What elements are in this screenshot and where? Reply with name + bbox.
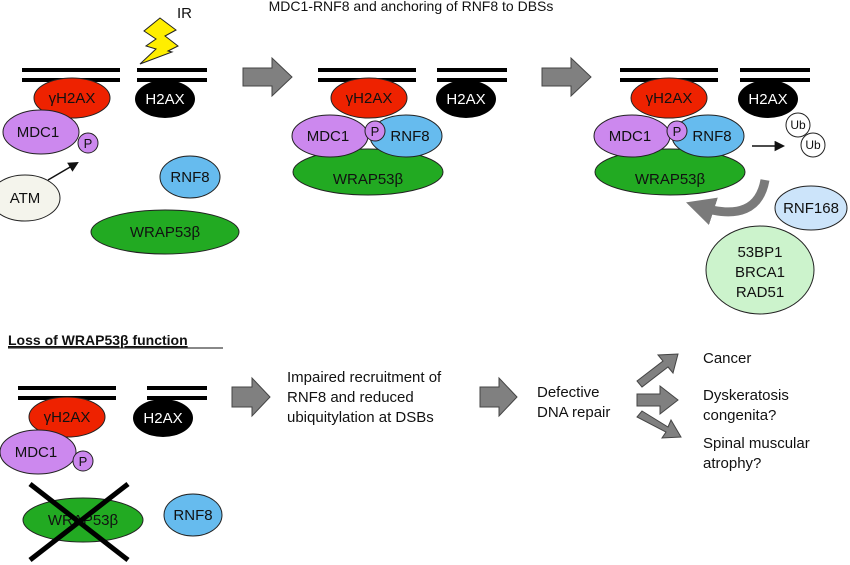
panel-3-ubiquitylation: WRAP53β γH2AX H2AX MDC1 RNF8 P Ub Ub RNF… <box>593 68 848 315</box>
mdc1-label: MDC1 <box>609 128 652 145</box>
dna-strand <box>22 68 120 72</box>
outcome-text-line: ubiquitylation at DSBs <box>287 409 434 426</box>
phospho-label: P <box>79 454 88 469</box>
ir-label: IR <box>177 5 192 22</box>
rnf8-node <box>159 155 221 199</box>
wrap53-label: WRAP53β <box>333 171 404 188</box>
cross-out-line <box>28 482 130 562</box>
dna-strand <box>147 386 207 390</box>
mdc1-label: MDC1 <box>15 444 58 461</box>
gh2ax-label: γH2AX <box>346 90 393 107</box>
wrap53-node <box>90 209 240 255</box>
repair-factor-label: RAD51 <box>736 284 784 301</box>
diagram-title: MDC1-RNF8 and anchoring of RNF8 to DBSs <box>269 0 554 14</box>
dna-strand <box>620 68 718 72</box>
phospho-node <box>72 450 94 472</box>
rnf8-label: RNF8 <box>173 507 212 524</box>
h2ax-label: H2AX <box>446 91 485 108</box>
rnf168-label: RNF168 <box>783 200 839 217</box>
disease-outcome: Cancer <box>703 350 751 367</box>
mdc1-label: MDC1 <box>17 124 60 141</box>
branch-arrow <box>636 410 682 439</box>
gh2ax-node <box>28 396 106 438</box>
outcome-text-line: RNF8 and reduced <box>287 389 414 406</box>
ubiquitin-node <box>800 132 826 158</box>
phospho-label: P <box>673 124 682 139</box>
h2ax-node <box>133 399 193 437</box>
phospho-node <box>364 120 386 142</box>
rnf8-node <box>163 493 223 537</box>
ubiquitin-label: Ub <box>790 118 806 132</box>
gh2ax-label: γH2AX <box>44 409 91 426</box>
ubiquitin-label: Ub <box>805 138 821 152</box>
h2ax-node <box>738 80 798 118</box>
section-heading: Loss of WRAP53β function <box>8 332 188 348</box>
wrap53-node <box>292 148 444 196</box>
mdc1-node <box>2 109 80 155</box>
gh2ax-node <box>33 77 111 119</box>
rnf8-label: RNF8 <box>170 169 209 186</box>
dna-strand <box>137 78 207 82</box>
loss-of-function-section: Loss of WRAP53β function γH2AX H2AX MDC1… <box>0 332 810 562</box>
repair-factors-node <box>705 225 815 315</box>
wrap53-label: WRAP53β <box>130 224 201 241</box>
process-arrow <box>242 56 293 98</box>
repair-factor-label: BRCA1 <box>735 264 785 281</box>
rnf8-label: RNF8 <box>390 128 429 145</box>
ubiquitin-node <box>785 112 811 138</box>
gh2ax-label: γH2AX <box>49 90 96 107</box>
dna-strand <box>18 386 116 390</box>
disease-outcome: atrophy? <box>703 455 761 472</box>
dna-strand <box>437 78 507 82</box>
lightning-icon <box>139 17 179 65</box>
phospho-node <box>666 120 688 142</box>
dna-strand <box>318 68 416 72</box>
disease-outcome: Dyskeratosis <box>703 387 789 404</box>
gh2ax-node <box>330 77 408 119</box>
phospho-label: P <box>84 136 93 151</box>
process-arrow <box>541 56 592 98</box>
branch-arrow <box>636 384 679 416</box>
phospho-label: P <box>371 124 380 139</box>
gh2ax-node <box>630 77 708 119</box>
outcome-text-line: Impaired recruitment of <box>287 369 442 386</box>
dna-strand <box>437 68 507 72</box>
mdc1-label: MDC1 <box>307 128 350 145</box>
outcome-text-line: DNA repair <box>537 404 610 421</box>
panel-1-initial: IR γH2AX H2AX MDC1 P ATM RNF8 WRAP53β <box>0 5 240 255</box>
atm-label: ATM <box>10 190 41 207</box>
h2ax-label: H2AX <box>748 91 787 108</box>
curved-recruitment-arrow <box>686 178 770 226</box>
rnf168-node <box>774 185 848 231</box>
disease-outcome: congenita? <box>703 407 776 424</box>
dna-strand <box>147 396 207 400</box>
gh2ax-label: γH2AX <box>646 90 693 107</box>
h2ax-node <box>135 80 195 118</box>
process-arrow <box>231 376 271 418</box>
h2ax-node <box>436 80 496 118</box>
disease-outcome: Spinal muscular <box>703 435 810 452</box>
branch-arrow <box>636 353 679 388</box>
dna-strand <box>137 68 207 72</box>
h2ax-label: H2AX <box>145 91 184 108</box>
h2ax-label: H2AX <box>143 410 182 427</box>
wrap53-label: WRAP53β <box>635 171 706 188</box>
wrap53-node <box>594 148 746 196</box>
process-arrow <box>479 376 518 418</box>
dna-strand <box>740 68 810 72</box>
rnf8-label: RNF8 <box>692 128 731 145</box>
phosphorylation-arrow <box>47 161 79 181</box>
outcome-text-line: Defective <box>537 384 600 401</box>
mdc1-node <box>0 429 77 475</box>
repair-factor-label: 53BP1 <box>737 244 782 261</box>
phospho-node <box>77 132 99 154</box>
atm-node <box>0 174 61 222</box>
dna-strand <box>740 78 810 82</box>
panel-2-anchoring: WRAP53β γH2AX H2AX MDC1 RNF8 P <box>291 68 507 196</box>
